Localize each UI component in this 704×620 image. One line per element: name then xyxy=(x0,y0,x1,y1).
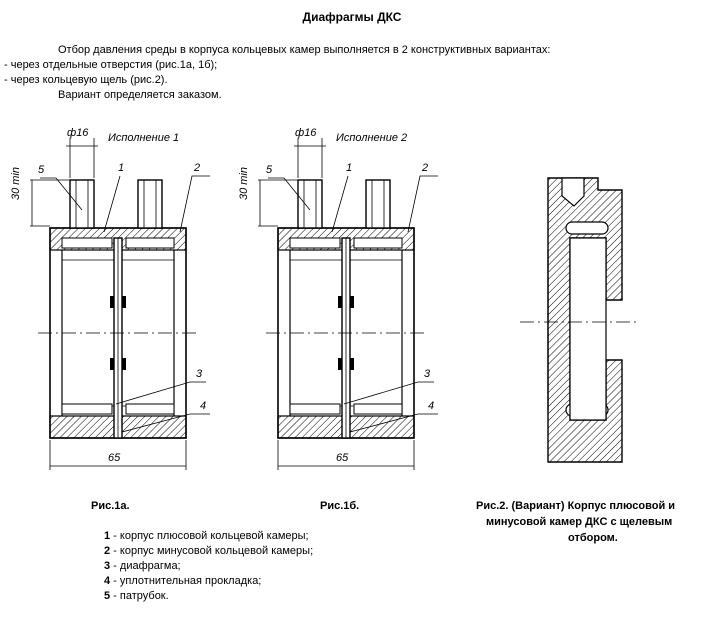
fig1b-callout-2: 2 xyxy=(422,162,429,174)
fig1a-callout-5: 5 xyxy=(38,164,45,176)
fig2-caption-line-1: Рис.2. (Вариант) Корпус плюсовой и xyxy=(476,500,676,512)
fig1b-callout-5: 5 xyxy=(266,164,273,176)
fig1a-callout-3: 3 xyxy=(196,368,203,380)
fig1a-callout-4: 4 xyxy=(200,400,207,412)
figure-2 xyxy=(520,177,640,463)
fig1b-caption: Рис.1б. xyxy=(320,500,360,512)
legend-item: 1 - корпус плюсовой кольцевой камеры; xyxy=(104,530,309,542)
fig1a-diameter-label: ф16 xyxy=(67,127,89,139)
legend-item: 3 - диафрагма; xyxy=(104,560,181,572)
fig1a-caption: Рис.1а. xyxy=(91,500,130,512)
page-title: Диафрагмы ДКС xyxy=(302,10,402,24)
fig2-caption-line-2: минусовой камер ДКС с щелевым xyxy=(486,516,673,528)
fig1a-variant-label: Исполнение 1 xyxy=(108,132,180,144)
intro-line-2: - через отдельные отверстия (рис.1а, 1б)… xyxy=(4,59,218,71)
fig1a-callout-1: 1 xyxy=(118,162,125,174)
fig1b-min-dim: 30 min xyxy=(238,166,250,200)
fig1b-variant-label: Исполнение 2 xyxy=(336,132,408,144)
fig1b-callout-3: 3 xyxy=(424,368,431,380)
fig1a-callout-2: 2 xyxy=(194,162,201,174)
intro-line-1: Отбор давления среды в корпуса кольцевых… xyxy=(58,44,551,56)
fig1b-diameter-label: ф16 xyxy=(295,127,317,139)
fig1b-callout-1: 1 xyxy=(346,162,353,174)
fig2-caption-line-3: отбором. xyxy=(568,532,618,544)
figure-1a xyxy=(30,138,210,470)
legend-item: 5 - патрубок. xyxy=(104,590,169,602)
figure-1b xyxy=(258,138,438,470)
legend-item: 2 - корпус минусовой кольцевой камеры; xyxy=(104,545,314,557)
fig1b-callout-4: 4 xyxy=(428,400,435,412)
legend-item: 4 - уплотнительная прокладка; xyxy=(104,575,262,587)
intro-line-4: Вариант определяется заказом. xyxy=(58,89,222,101)
fig1b-width-dim: 65 xyxy=(336,452,349,464)
fig1a-min-dim: 30 min xyxy=(10,166,22,200)
intro-line-3: - через кольцевую щель (рис.2). xyxy=(4,74,168,86)
fig1a-width-dim: 65 xyxy=(108,452,121,464)
